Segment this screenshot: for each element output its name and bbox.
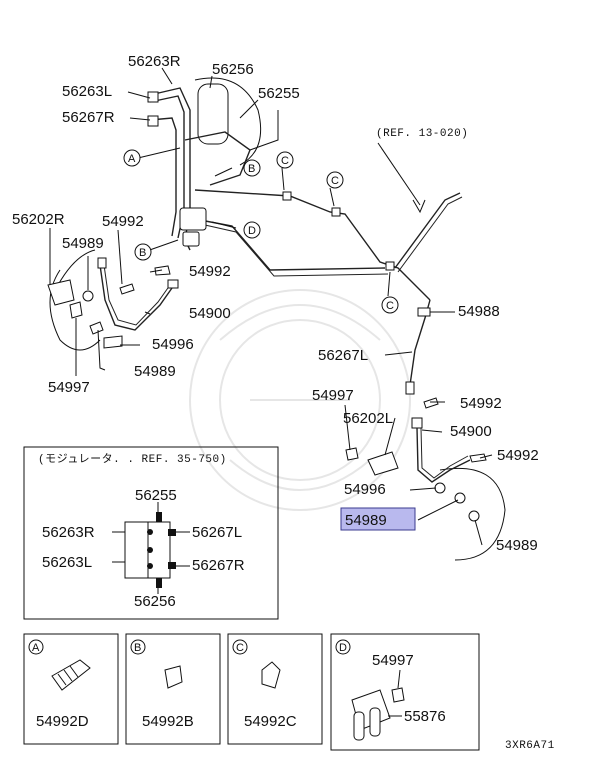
mod-label-56263R: 56263R: [42, 524, 95, 541]
callout-c-1: C: [276, 151, 294, 169]
callout-b-bottom: B: [134, 243, 152, 261]
label-54989-right: 54989: [496, 537, 538, 554]
callout-c-2: C: [326, 171, 344, 189]
svg-text:D: D: [248, 225, 256, 237]
label-54997-left: 54997: [48, 379, 90, 396]
callout-a: A: [123, 149, 141, 167]
detail-label-54997: 54997: [372, 652, 414, 669]
label-56263R-top: 56263R: [128, 53, 181, 70]
label-56256-top: 56256: [212, 61, 254, 78]
label-54989-left-top: 54989: [62, 235, 104, 252]
label-54996-left: 54996: [152, 336, 194, 353]
clip-54992b-icon: [164, 665, 183, 689]
clip-54992c-icon: [261, 661, 281, 689]
mod-label-56267L: 56267L: [192, 524, 242, 541]
label-54996-right: 54996: [344, 481, 386, 498]
modulator-ref: (モジュレータ. . REF. 35-750): [38, 452, 227, 466]
leader-lines: [49, 67, 493, 546]
label-56263L-top: 56263L: [62, 83, 112, 100]
label-54988: 54988: [458, 303, 500, 320]
diagram-code: 3XR6A71: [505, 740, 555, 752]
highlight-box-54989[interactable]: [340, 507, 416, 531]
callout-d: D: [243, 221, 261, 239]
label-54989-left-bottom: 54989: [134, 363, 176, 380]
detail-box-b: B 54992B: [125, 633, 221, 745]
watermark: [189, 289, 411, 511]
label-54992-right-1: 54992: [460, 395, 502, 412]
svg-text:C: C: [386, 300, 394, 312]
label-54989-highlighted[interactable]: 54989: [345, 512, 387, 529]
svg-text:B: B: [139, 247, 146, 259]
svg-text:B: B: [134, 642, 141, 654]
mod-label-56263L: 56263L: [42, 554, 92, 571]
detail-label-55876: 55876: [404, 708, 446, 725]
svg-text:C: C: [281, 155, 289, 167]
modulator-frame: [23, 446, 279, 620]
detail-box-d: D 54997 55876: [330, 633, 480, 751]
svg-text:A: A: [32, 642, 40, 654]
label-56267L: 56267L: [318, 347, 368, 364]
label-56267R-top: 56267R: [62, 109, 115, 126]
svg-text:D: D: [339, 642, 347, 654]
left-hose-group: [47, 249, 179, 351]
clip-54992d-icon: [51, 659, 91, 691]
label-54900-right: 54900: [450, 423, 492, 440]
right-hose-group: [345, 397, 506, 561]
mod-label-56256: 56256: [134, 593, 176, 610]
detail-label-54992C: 54992C: [244, 713, 297, 730]
svg-text:C: C: [331, 175, 339, 187]
svg-text:A: A: [128, 153, 136, 165]
detail-label-54992D: 54992D: [36, 713, 89, 730]
part-labels: 56263R 56256 56263L 56255 56267R (REF. 1…: [12, 53, 539, 554]
bolt-54997-icon: [391, 687, 405, 703]
label-56255-top: 56255: [258, 85, 300, 102]
label-54992-right-2: 54992: [497, 447, 539, 464]
svg-text:C: C: [236, 642, 244, 654]
label-54992-left-2: 54992: [189, 263, 231, 280]
label-54992-left: 54992: [102, 213, 144, 230]
mod-label-56267R: 56267R: [192, 557, 245, 574]
rear-pipe-run: [377, 142, 463, 395]
detail-box-a: A 54992D: [23, 633, 119, 745]
detail-box-c: C 54992C: [227, 633, 323, 745]
svg-text:B: B: [248, 163, 255, 175]
detail-label-54992B: 54992B: [142, 713, 194, 730]
label-56202R: 56202R: [12, 211, 65, 228]
label-ref-13-020: (REF. 13-020): [376, 128, 468, 140]
circle-callouts: A B C C D B C: [123, 149, 399, 314]
modulator-inset: (モジュレータ. . REF. 35-750) 56255 56263R 562…: [23, 446, 279, 620]
label-56202L: 56202L: [343, 410, 393, 427]
label-54900-left: 54900: [189, 305, 231, 322]
callout-c-3: C: [381, 296, 399, 314]
callout-b-top: B: [243, 159, 261, 177]
mod-label-56255: 56255: [135, 487, 177, 504]
label-54997-right: 54997: [312, 387, 354, 404]
